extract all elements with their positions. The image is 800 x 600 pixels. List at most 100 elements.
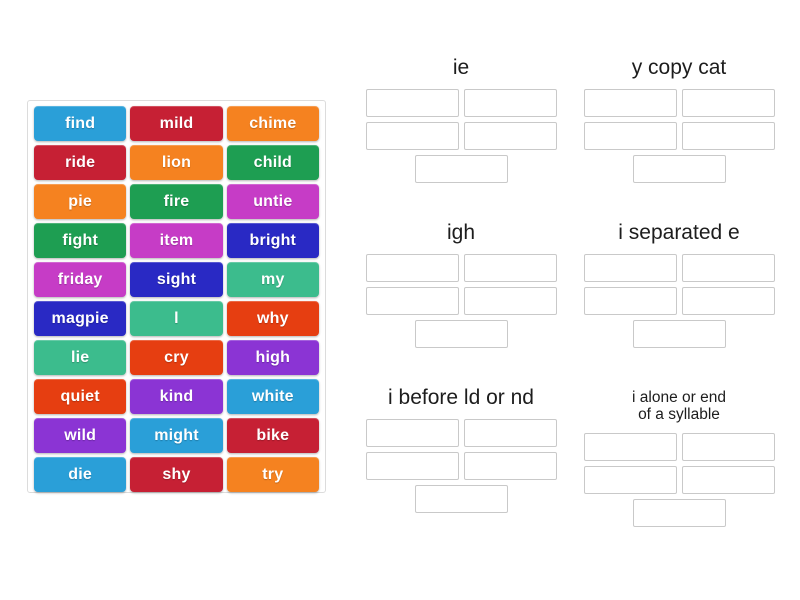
drop-slot[interactable] (583, 286, 677, 315)
drop-slot[interactable] (365, 451, 459, 480)
word-tile-quiet[interactable]: quiet (34, 379, 127, 414)
word-tile-ride[interactable]: ride (34, 145, 127, 180)
word-tile-magpie[interactable]: magpie (34, 301, 127, 336)
drop-slot-row (352, 286, 570, 315)
drop-slot[interactable] (414, 154, 508, 183)
word-tile-fight[interactable]: fight (34, 223, 127, 258)
drop-slot-row (352, 121, 570, 150)
word-tile-find[interactable]: find (34, 106, 127, 141)
drop-slots-y-copy-cat (570, 88, 788, 183)
word-tile-wild[interactable]: wild (34, 418, 127, 453)
drop-slot[interactable] (463, 286, 557, 315)
drop-slot-row (570, 88, 788, 117)
word-tile-l[interactable]: l (130, 301, 223, 336)
drop-slot[interactable] (463, 121, 557, 150)
word-tile-cry[interactable]: cry (130, 340, 223, 375)
drop-slot-row (570, 121, 788, 150)
word-tile-sight[interactable]: sight (130, 262, 223, 297)
word-tile-mild[interactable]: mild (130, 106, 223, 141)
drop-slot[interactable] (681, 432, 775, 461)
drop-slot[interactable] (583, 432, 677, 461)
drop-slot[interactable] (365, 88, 459, 117)
word-tile-fire[interactable]: fire (130, 184, 223, 219)
drop-slot[interactable] (365, 418, 459, 447)
drop-slot[interactable] (414, 319, 508, 348)
category-title-ie: ie (452, 56, 470, 79)
word-tile-lie[interactable]: lie (34, 340, 127, 375)
category-title-i-before-ld-or-nd: i before ld or nd (388, 386, 534, 409)
word-tile-my[interactable]: my (226, 262, 319, 297)
word-tile-bright[interactable]: bright (226, 223, 319, 258)
drop-slot[interactable] (681, 286, 775, 315)
word-tile-bike[interactable]: bike (226, 418, 319, 453)
word-tile-pie[interactable]: pie (34, 184, 127, 219)
drop-slots-i-alone-or-end (570, 432, 788, 527)
category-igh: igh (352, 213, 570, 378)
drop-slot[interactable] (583, 465, 677, 494)
drop-slot[interactable] (365, 286, 459, 315)
drop-slot[interactable] (632, 319, 726, 348)
drop-slot[interactable] (632, 498, 726, 527)
drop-slot-row (570, 319, 788, 348)
drop-slot[interactable] (463, 418, 557, 447)
word-tile-untie[interactable]: untie (226, 184, 319, 219)
category-y-copy-cat: y copy cat (570, 48, 788, 213)
drop-slots-ie (352, 88, 570, 183)
drop-slot-row (570, 154, 788, 183)
word-tile-child[interactable]: child (226, 145, 319, 180)
category-title-igh: igh (446, 221, 476, 244)
word-tile-item[interactable]: item (130, 223, 223, 258)
drop-slot[interactable] (583, 121, 677, 150)
drop-slot[interactable] (583, 88, 677, 117)
drop-slot[interactable] (583, 253, 677, 282)
word-tile-die[interactable]: die (34, 457, 127, 492)
drop-slot[interactable] (365, 253, 459, 282)
drop-slot[interactable] (463, 451, 557, 480)
word-tile-kind[interactable]: kind (130, 379, 223, 414)
drop-slot-row (352, 88, 570, 117)
drop-slot-row (570, 432, 788, 461)
word-tile-try[interactable]: try (226, 457, 319, 492)
drop-slot[interactable] (463, 253, 557, 282)
category-ie: ie (352, 48, 570, 213)
drop-slot[interactable] (365, 121, 459, 150)
word-tile-why[interactable]: why (226, 301, 319, 336)
drop-slot[interactable] (681, 121, 775, 150)
drop-slot[interactable] (681, 465, 775, 494)
drop-slots-i-separated-e (570, 253, 788, 348)
word-tile-white[interactable]: white (226, 379, 319, 414)
drop-slot[interactable] (414, 484, 508, 513)
drop-slot-row (352, 154, 570, 183)
category-title-y-copy-cat: y copy cat (631, 56, 727, 79)
drop-slot[interactable] (463, 88, 557, 117)
word-tile-chime[interactable]: chime (226, 106, 319, 141)
drop-slot-row (352, 484, 570, 513)
category-i-before-ld-or-nd: i before ld or nd (352, 378, 570, 548)
drop-slots-i-before-ld-or-nd (352, 418, 570, 513)
word-tile-high[interactable]: high (226, 340, 319, 375)
category-i-alone-or-end: i alone or end of a syllable (570, 378, 788, 548)
word-tile-lion[interactable]: lion (130, 145, 223, 180)
word-tile-friday[interactable]: friday (34, 262, 127, 297)
category-columns: ie y copy cat igh i separated e i before ld … (352, 48, 788, 558)
drop-slot[interactable] (632, 154, 726, 183)
category-title-i-alone-or-end: i alone or end of a syllable (632, 389, 726, 424)
drop-slot-row (570, 498, 788, 527)
category-i-separated-e: i separated e (570, 213, 788, 378)
drop-slot[interactable] (681, 88, 775, 117)
drop-slot-row (570, 286, 788, 315)
drop-slot-row (352, 253, 570, 282)
drop-slot-row (352, 451, 570, 480)
word-tile-shy[interactable]: shy (130, 457, 223, 492)
category-title-i-separated-e: i separated e (618, 221, 740, 244)
word-tile-might[interactable]: might (130, 418, 223, 453)
drop-slot[interactable] (681, 253, 775, 282)
